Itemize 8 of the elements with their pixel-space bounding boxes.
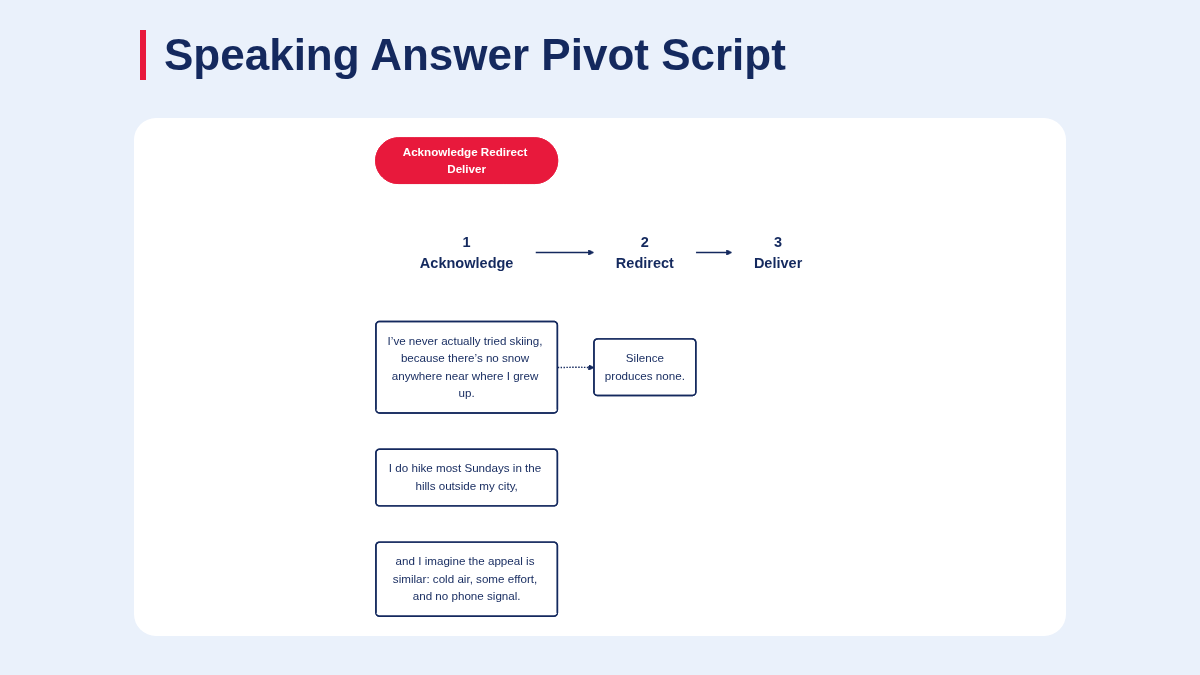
node-text: 2 Redirect [615, 233, 675, 272]
arrow [557, 364, 595, 371]
node-text: 1 Acknowledge [419, 233, 514, 272]
title: Speaking Answer Pivot Script [140, 30, 786, 80]
node-text: 3 Deliver [754, 233, 803, 272]
arrow [534, 249, 595, 256]
arrow [695, 249, 733, 256]
card-background: Acknowledge Redirect Deliver 1 Acknowledge I’ve never actually tried skiing, because there’s no snow anywhere near where I grew up. 2 Redirect I do hike most Sundays in the hills outside my city, 3 Deliver and I imagine the appeal is similar: cold air, some effort, and no phone signal. Silence produces none. [134, 118, 1066, 636]
